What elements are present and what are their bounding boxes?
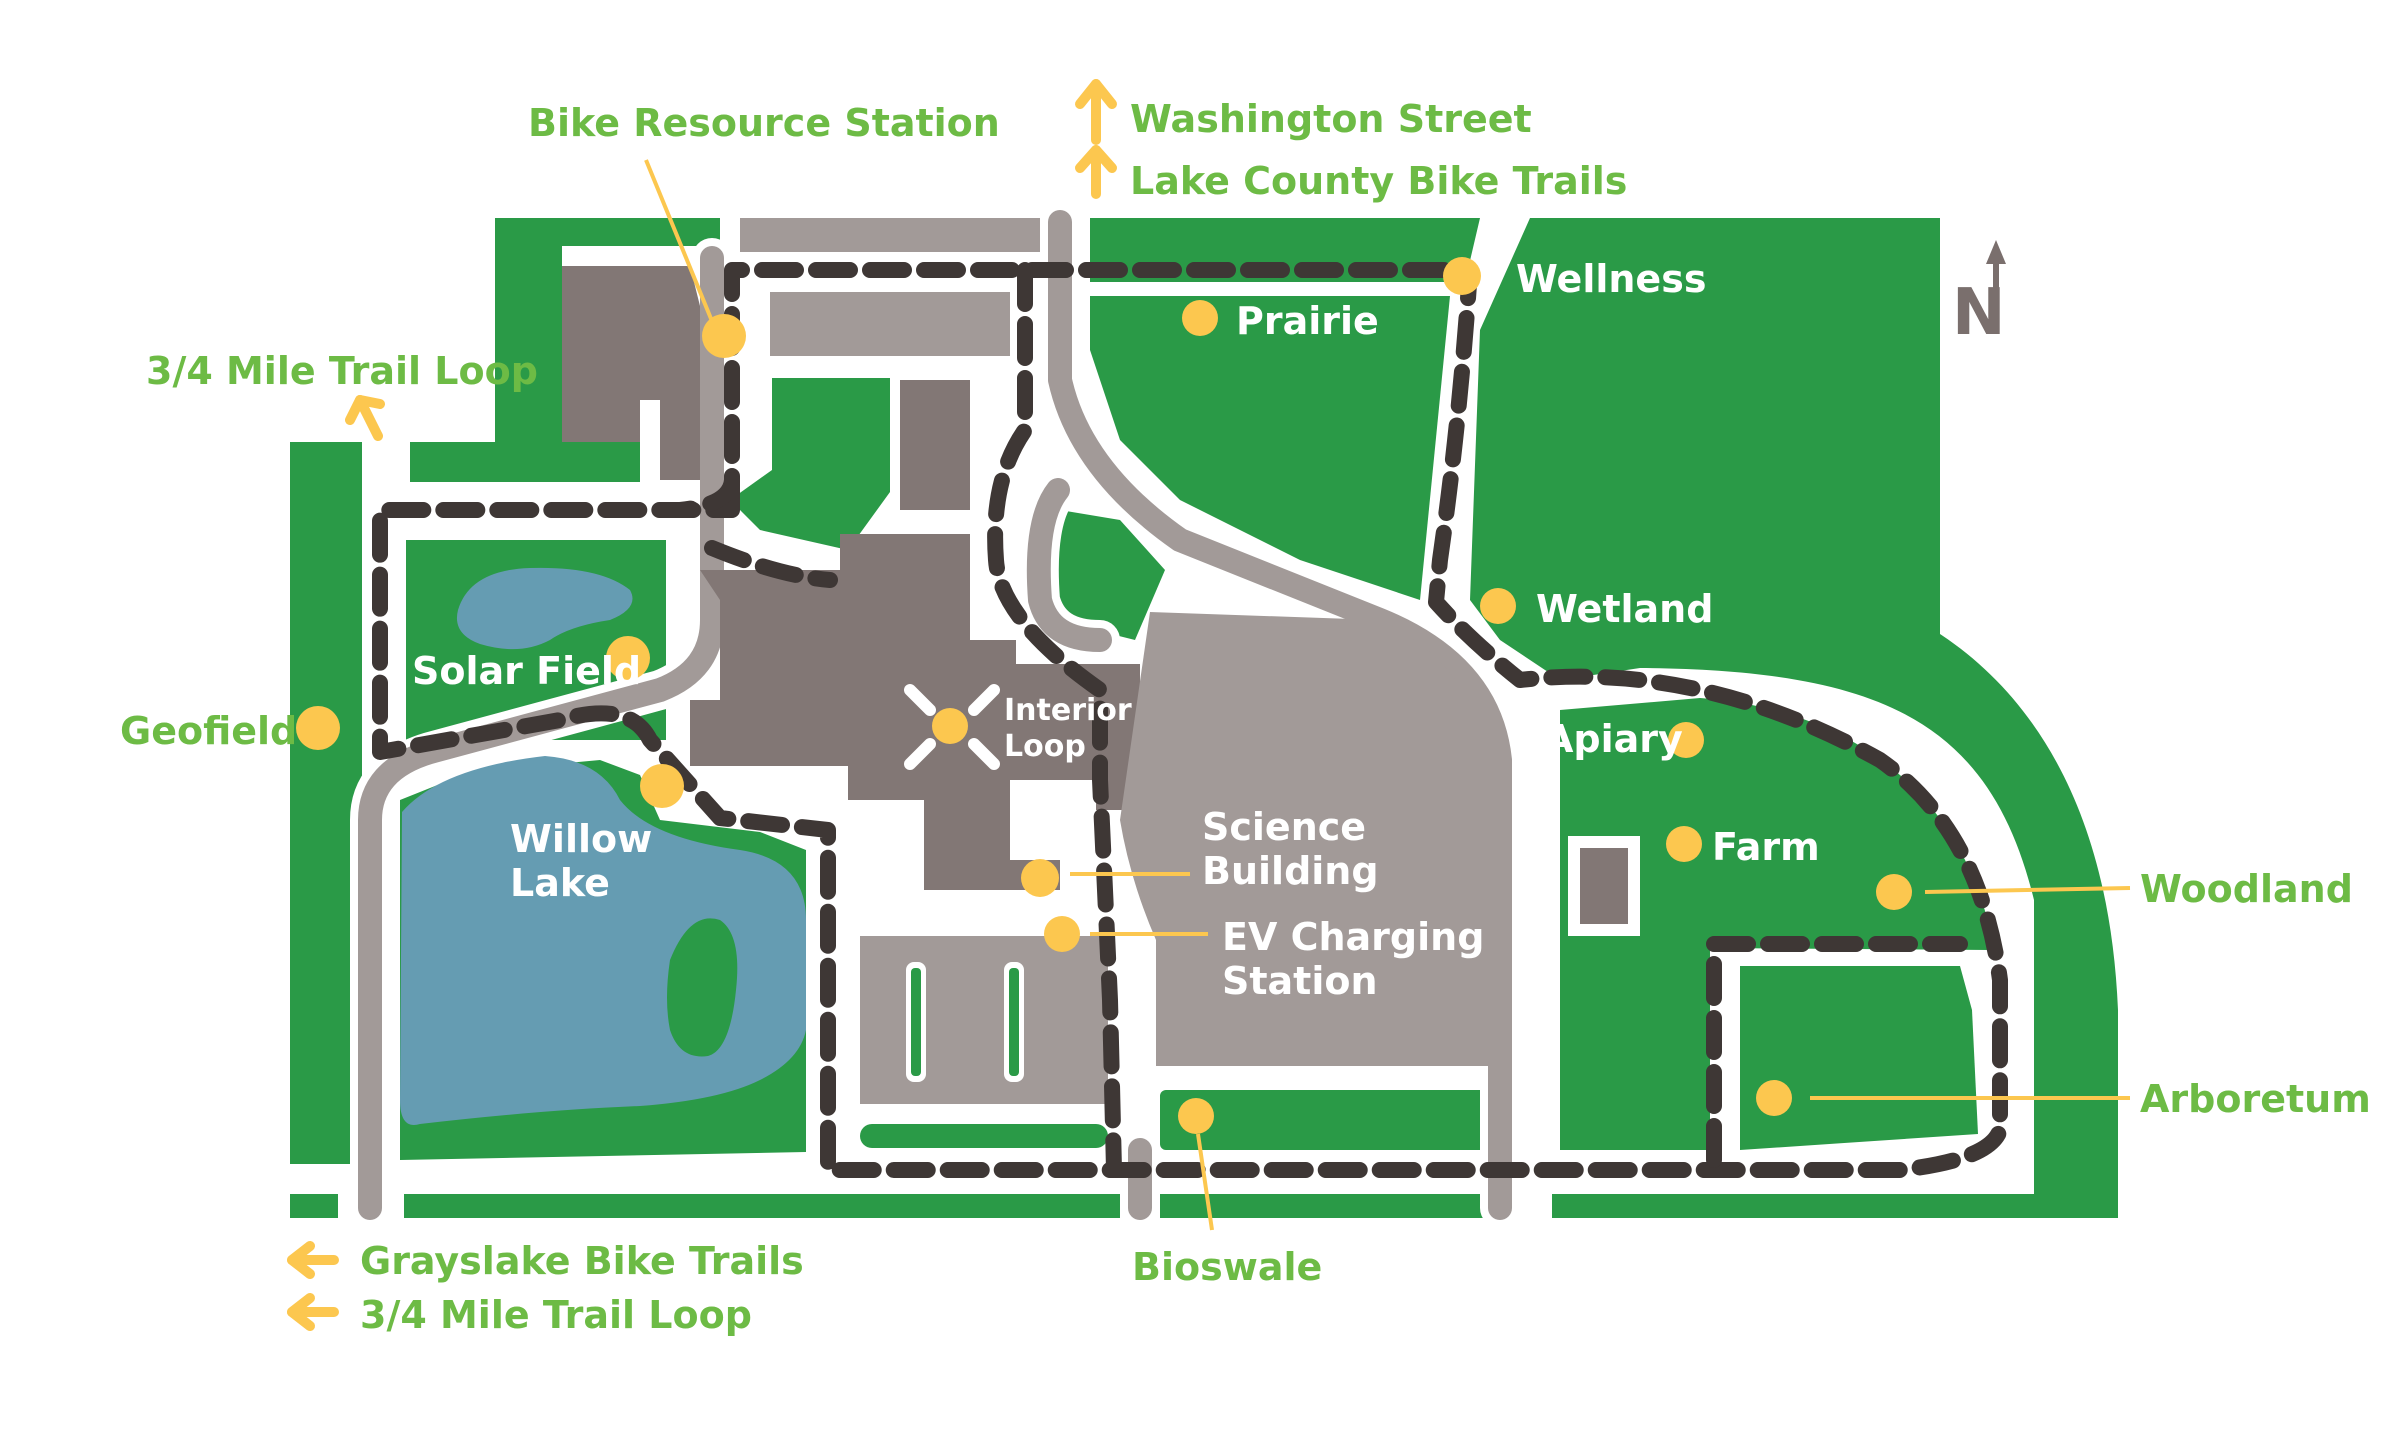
grayslake-bike-trails-label: Grayslake Bike Trails bbox=[360, 1239, 804, 1283]
science-building-dot[interactable] bbox=[1021, 859, 1059, 897]
trail-east-spur bbox=[987, 262, 1122, 1178]
bioswale-area bbox=[1160, 1090, 1510, 1150]
interior-loop-label-line2: Loop bbox=[1004, 729, 1086, 764]
wellness-dot[interactable] bbox=[1443, 257, 1481, 295]
willow-lake-island bbox=[667, 918, 738, 1057]
parking-island-1-green bbox=[911, 968, 921, 1076]
ev-charging-label-line1: EV Charging bbox=[1222, 915, 1484, 959]
direction-arrows bbox=[287, 79, 1117, 1331]
farm-label: Farm bbox=[1712, 825, 1820, 869]
trail-loop-north-label: 3/4 Mile Trail Loop bbox=[146, 349, 538, 393]
buildings bbox=[562, 218, 1640, 1104]
west-building bbox=[562, 266, 700, 480]
college-main-building bbox=[690, 534, 1140, 890]
east-green bbox=[1470, 218, 2118, 1218]
interior-loop-dot[interactable] bbox=[932, 708, 968, 744]
woodland-label: Woodland bbox=[2140, 867, 2353, 911]
science-building-label-line1: Science bbox=[1202, 805, 1366, 849]
wetland-label: Wetland bbox=[1536, 587, 1713, 631]
ev-charging-label-line2: Station bbox=[1222, 959, 1378, 1003]
callout-lines bbox=[644, 159, 2131, 1231]
willow-lake-label-line1: Willow bbox=[510, 817, 652, 861]
arboretum-label: Arboretum bbox=[2140, 1077, 2371, 1121]
apiary-dot[interactable] bbox=[1668, 722, 1704, 758]
lake-county-bike-trails-label: Lake County Bike Trails bbox=[1130, 159, 1627, 203]
north-wing bbox=[900, 380, 970, 510]
bottom-strip-1 bbox=[404, 1194, 1120, 1218]
entrance-loop-road bbox=[1026, 478, 1112, 652]
washington-street-label: Washington Street bbox=[1130, 97, 1532, 141]
internal-labels: Wellness Prairie Wetland Apiary Farm Sol… bbox=[412, 257, 1820, 1003]
wetland-dot[interactable] bbox=[1480, 588, 1516, 624]
bioswale-label: Bioswale bbox=[1132, 1245, 1322, 1289]
trail-west-link bbox=[672, 472, 740, 518]
solar-field-dot[interactable] bbox=[606, 636, 650, 680]
arboretum-dot[interactable] bbox=[1756, 1080, 1792, 1116]
arrow-icon bbox=[345, 395, 385, 441]
interior-loop-label-line1: Interior bbox=[1004, 693, 1132, 728]
bottom-left-strip bbox=[290, 1194, 338, 1218]
north-parking-lot bbox=[770, 292, 1010, 356]
parking-green-strip bbox=[860, 1124, 1108, 1148]
parking-island-2-green bbox=[1009, 968, 1019, 1076]
entrance-green bbox=[730, 378, 890, 550]
solar-field-label: Solar Field bbox=[412, 649, 641, 693]
arrow-icon bbox=[287, 1293, 339, 1331]
prairie-label: Prairie bbox=[1236, 299, 1379, 343]
west-road bbox=[358, 246, 724, 1220]
arrow-icon bbox=[287, 1241, 339, 1279]
solar-field-pond bbox=[456, 567, 633, 650]
bike-resource-station-dot[interactable] bbox=[702, 314, 746, 358]
farm-dot[interactable] bbox=[1666, 826, 1702, 862]
walking-trail bbox=[372, 262, 2008, 1178]
wellness-label: Wellness bbox=[1516, 257, 1706, 301]
farm-area bbox=[1560, 698, 1990, 1150]
bike-resource-station-label: Bike Resource Station bbox=[528, 101, 1000, 145]
bioswale-dot[interactable] bbox=[1178, 1098, 1214, 1134]
woodland-dot[interactable] bbox=[1876, 874, 1912, 910]
willow-lake-dot[interactable] bbox=[640, 764, 684, 808]
willow-lake bbox=[400, 756, 806, 1125]
north-arrow-icon: N bbox=[1952, 240, 2006, 350]
trail-north bbox=[372, 262, 2008, 1178]
triangle-green bbox=[1048, 510, 1165, 640]
roads bbox=[350, 202, 1520, 1228]
geofield-dot[interactable] bbox=[296, 706, 340, 750]
trail-arboretum-loop bbox=[1706, 936, 1968, 1168]
interior-loop-icon bbox=[904, 684, 1000, 770]
bottom-strip-2 bbox=[1160, 1194, 1512, 1218]
trail-interior-link bbox=[704, 540, 838, 588]
external-labels: Bike Resource Station Washington Street … bbox=[120, 97, 2371, 1337]
arrow-icon bbox=[1075, 79, 1117, 145]
south-parking-lot bbox=[860, 936, 1108, 1104]
compass-letter: N bbox=[1952, 276, 2006, 350]
water-features bbox=[400, 567, 806, 1125]
ev-charging-dot[interactable] bbox=[1044, 916, 1080, 952]
poi-markers bbox=[296, 257, 1912, 1134]
apiary-label: Apiary bbox=[1544, 717, 1683, 761]
north-parking-strip bbox=[740, 218, 1040, 252]
main-entrance-road bbox=[1048, 210, 1512, 1220]
willow-lake-label-line2: Lake bbox=[510, 861, 610, 905]
science-building bbox=[1120, 612, 1490, 1066]
prairie-dot[interactable] bbox=[1182, 300, 1218, 336]
prairie-field bbox=[1090, 296, 1450, 600]
science-building-label-line2: Building bbox=[1202, 849, 1379, 893]
farm-building bbox=[1580, 848, 1628, 924]
trail-loop-south-label: 3/4 Mile Trail Loop bbox=[360, 1293, 752, 1337]
geofield-label: Geofield bbox=[120, 709, 297, 753]
arboretum-area bbox=[1740, 966, 1978, 1150]
arrow-icon bbox=[1075, 145, 1117, 199]
